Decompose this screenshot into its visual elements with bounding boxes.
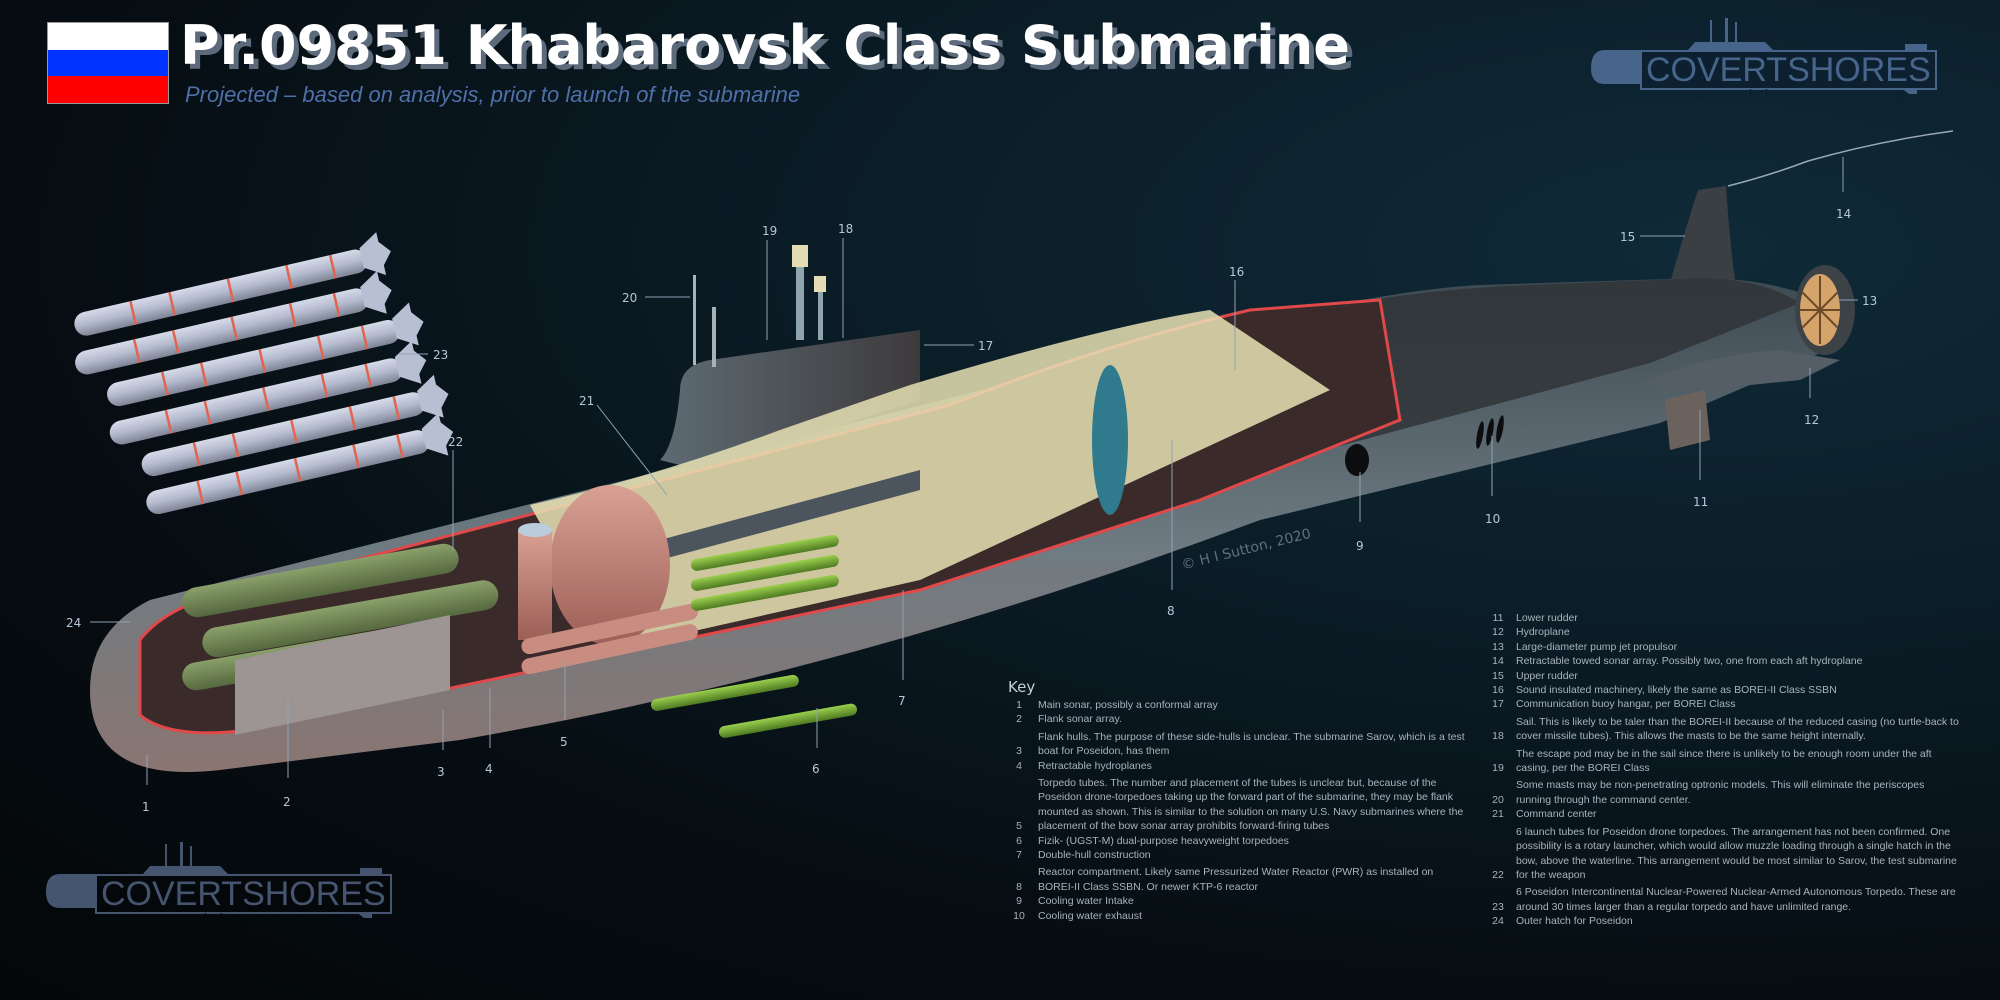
callout-23: 23 (433, 348, 449, 362)
logo-url-text: www.hisutton.com (150, 912, 365, 928)
callout-24: 24 (66, 616, 82, 630)
logo-brand-text: COVERTSHORES (1640, 50, 1937, 90)
callout-4: 4 (485, 762, 493, 776)
flag-stripe-white (48, 23, 168, 50)
page-title: Pr.09851 Khabarovsk Class Submarine (180, 14, 1350, 77)
callout-21: 21 (579, 394, 595, 408)
callout-7: 7 (898, 694, 906, 708)
covertshores-logo-bottom[interactable]: COVERTSHORES www.hisutton.com (40, 838, 392, 933)
key-title: Key (1008, 678, 1036, 696)
page-subtitle: Projected – based on analysis, prior to … (185, 82, 801, 107)
flag-stripe-red (48, 76, 168, 103)
callout-13: 13 (1862, 294, 1878, 308)
callout-3: 3 (437, 765, 445, 779)
callout-5: 5 (560, 735, 568, 749)
callout-2: 2 (283, 795, 291, 809)
callout-16: 16 (1229, 265, 1245, 279)
callout-12: 12 (1804, 413, 1820, 427)
callout-11: 11 (1693, 495, 1709, 509)
russian-flag (47, 22, 169, 104)
flag-stripe-blue (48, 49, 168, 77)
callout-19: 19 (762, 224, 778, 238)
callout-14: 14 (1836, 207, 1852, 221)
callout-1: 1 (142, 800, 150, 814)
callout-10: 10 (1485, 512, 1501, 526)
callout-18: 18 (838, 222, 854, 236)
callout-15: 15 (1620, 230, 1636, 244)
logo-url-text: www.hisutton.com (1695, 88, 1910, 104)
callout-22: 22 (448, 435, 464, 449)
callout-6: 6 (812, 762, 820, 776)
callout-17: 17 (978, 339, 994, 353)
poseidon-torpedoes (74, 232, 454, 515)
callout-20: 20 (622, 291, 638, 305)
callout-8: 8 (1167, 604, 1175, 618)
covertshores-logo-top[interactable]: COVERTSHORES www.hisutton.com (1585, 14, 1937, 109)
callout-9: 9 (1356, 539, 1364, 553)
logo-brand-text: COVERTSHORES (95, 874, 392, 914)
